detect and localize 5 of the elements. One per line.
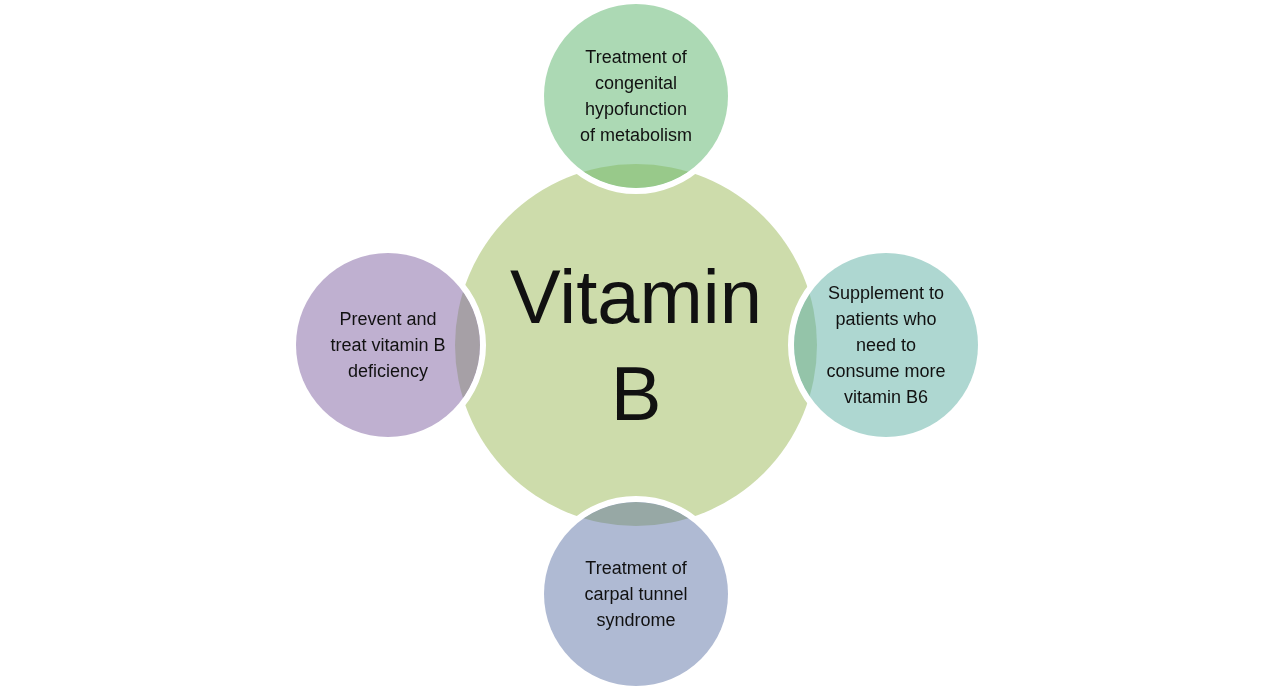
central-title: Vitamin B <box>508 253 763 438</box>
circle-label: Supplement to patients who need to consume more vitamin B6 <box>825 282 947 409</box>
circle-label: Treatment of congenital hypofunction of metabolism <box>578 46 693 147</box>
circle-label: Prevent and treat vitamin B deficiency <box>329 308 447 383</box>
circle-label: Treatment of carpal tunnel syndrome <box>583 557 689 632</box>
